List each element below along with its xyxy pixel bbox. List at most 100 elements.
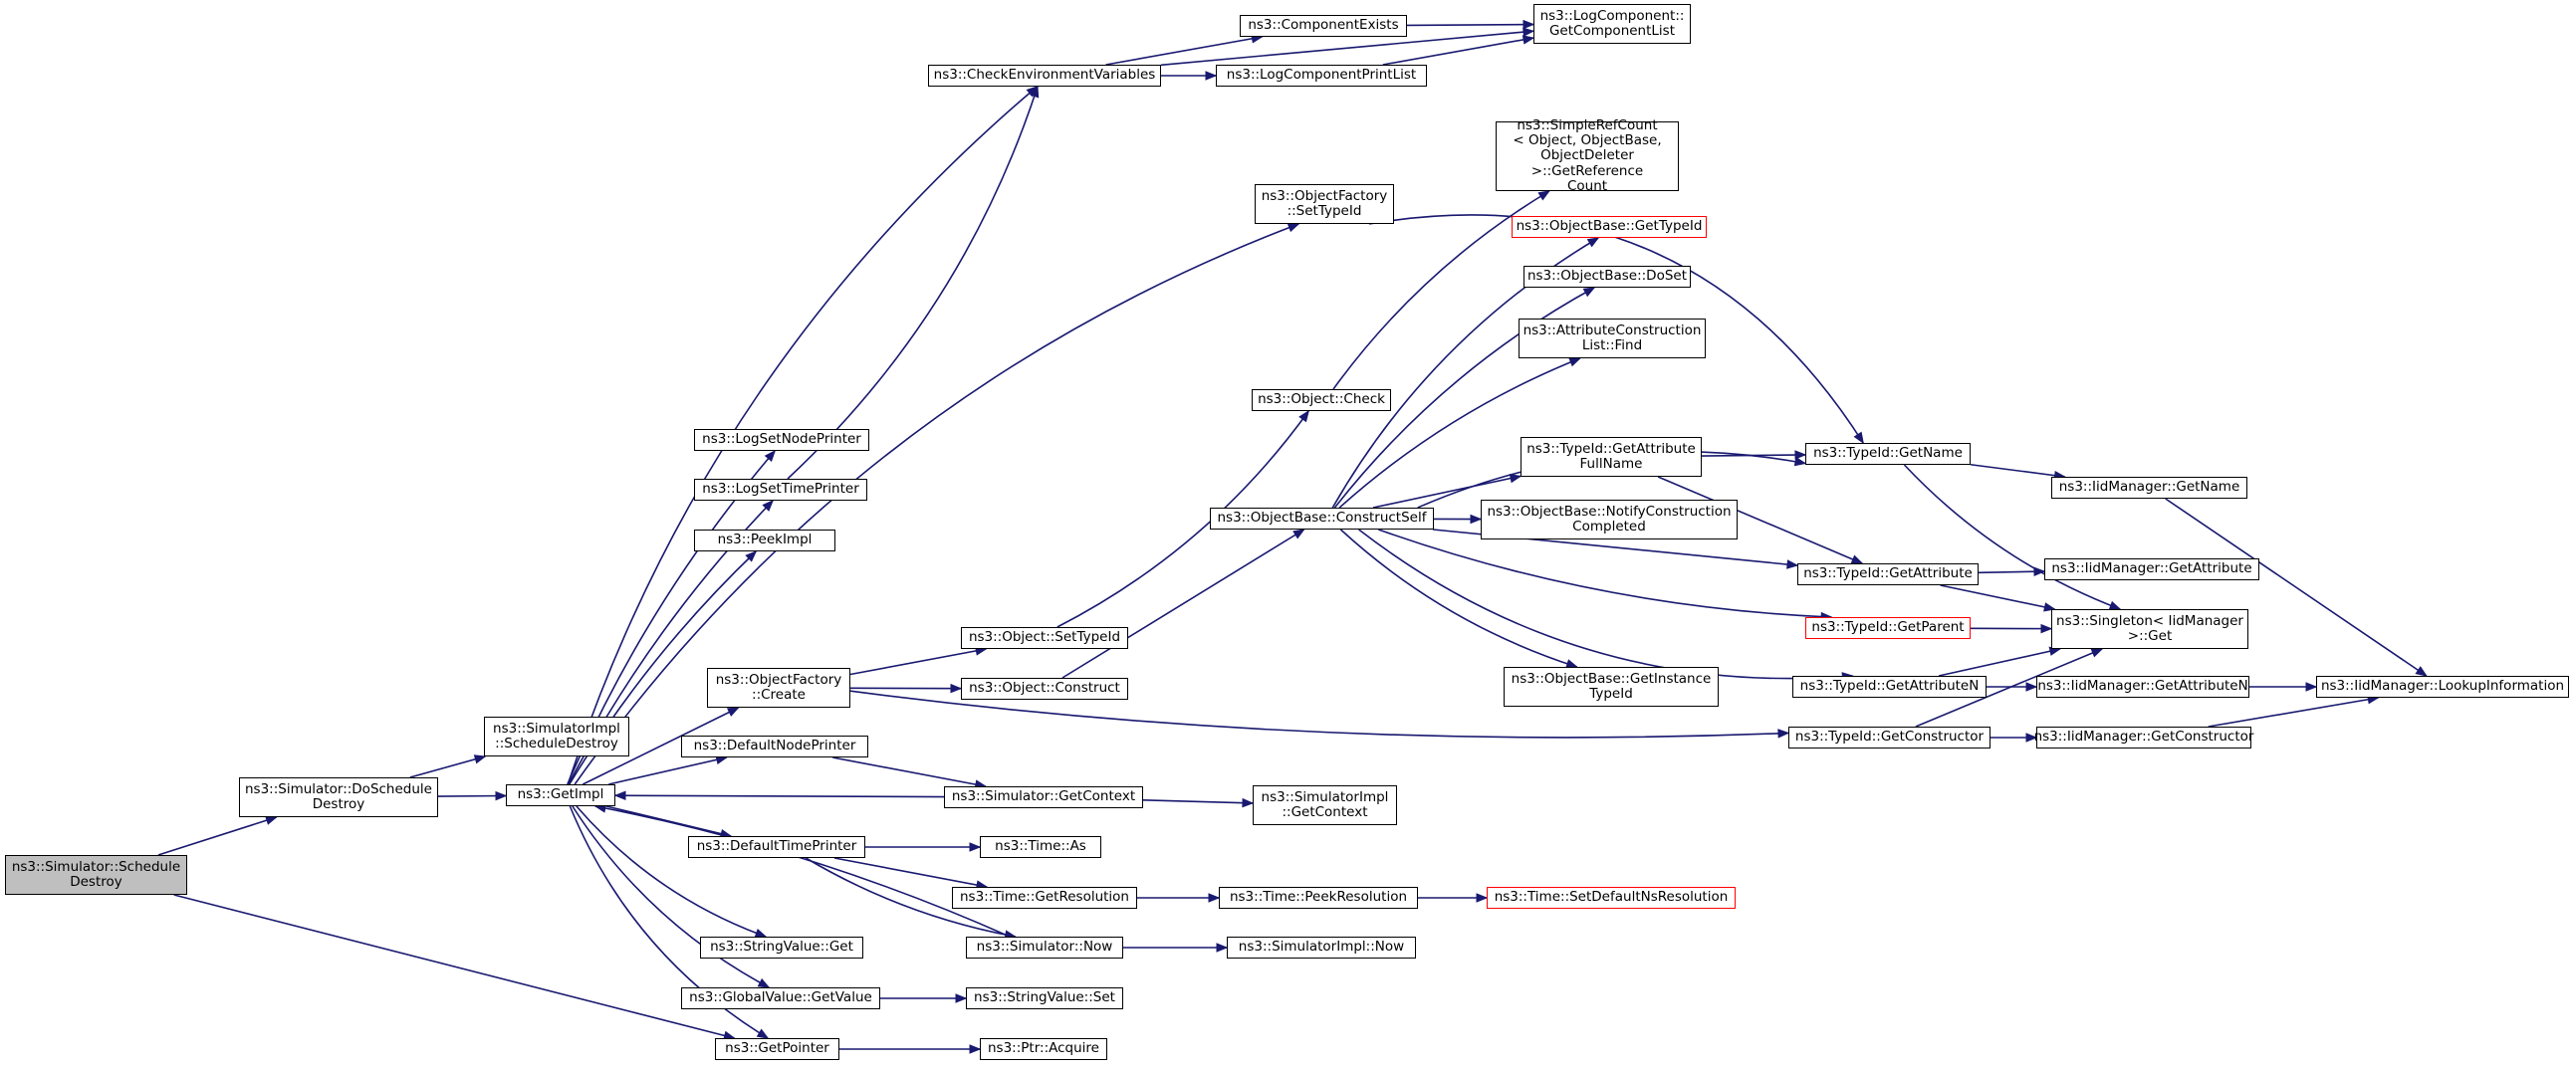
edge-construct-self-to-typeid-get-parent — [1378, 530, 1831, 617]
node-object-construct[interactable]: ns3::Object::Construct — [961, 678, 1128, 700]
node-object-set-typeid[interactable]: ns3::Object::SetTypeId — [961, 627, 1128, 649]
node-default-time-printer[interactable]: ns3::DefaultTimePrinter — [688, 836, 865, 858]
node-time-get-resolution[interactable]: ns3::Time::GetResolution — [952, 887, 1137, 909]
node-get-impl[interactable]: ns3::GetImpl — [506, 784, 615, 806]
node-typeid-get-name[interactable]: ns3::TypeId::GetName — [1805, 443, 1971, 465]
node-typeid-get-attr-fullname[interactable]: ns3::TypeId::GetAttribute FullName — [1521, 437, 1702, 477]
edge-iid-get-constructor-to-iid-lookup-information — [2209, 698, 2379, 727]
edge-typeid-get-name-to-iid-get-name — [1971, 465, 2065, 477]
arrowhead — [2041, 625, 2051, 633]
node-iid-get-name[interactable]: ns3::IidManager::GetName — [2051, 477, 2247, 499]
arrowhead — [1795, 451, 1805, 459]
node-simple-ref-count[interactable]: ns3::SimpleRefCount < Object, ObjectBase… — [1496, 121, 1679, 191]
node-iid-get-attribute[interactable]: ns3::IidManager::GetAttribute — [2044, 558, 2259, 580]
node-component-exists[interactable]: ns3::ComponentExists — [1240, 15, 1407, 37]
arrowhead — [956, 994, 966, 1002]
edge-default-node-printer-to-simulator-get-context — [832, 757, 986, 786]
arrowhead — [758, 979, 769, 987]
node-log-component-print-list[interactable]: ns3::LogComponentPrintList — [1216, 65, 1427, 87]
node-string-value-get[interactable]: ns3::StringValue::Get — [700, 937, 863, 959]
arrowhead — [266, 816, 277, 824]
node-log-set-node-printer[interactable]: ns3::LogSetNodePrinter — [694, 429, 869, 451]
node-objectbase-notify-construction[interactable]: ns3::ObjectBase::NotifyConstruction Comp… — [1481, 500, 1738, 539]
arrowhead — [1293, 530, 1304, 538]
edge-get-impl-to-object-factory-set-typeid — [575, 224, 1298, 784]
node-global-value-get-value[interactable]: ns3::GlobalValue::GetValue — [681, 987, 880, 1009]
node-simimpl-now[interactable]: ns3::SimulatorImpl::Now — [1227, 937, 1416, 959]
edge-log-set-time-printer-to-check-env — [788, 87, 1038, 479]
node-check-env[interactable]: ns3::CheckEnvironmentVariables — [928, 65, 1161, 87]
arrowhead — [757, 1029, 768, 1038]
arrowhead — [1523, 28, 1533, 36]
node-simimpl-schedule-destroy[interactable]: ns3::SimulatorImpl ::ScheduleDestroy — [484, 717, 629, 756]
node-schedule-destroy[interactable]: ns3::Simulator::Schedule Destroy — [5, 855, 187, 895]
node-objectbase-get-typeid[interactable]: ns3::ObjectBase::GetTypeId — [1512, 216, 1707, 238]
node-ptr-acquire[interactable]: ns3::Ptr::Acquire — [980, 1038, 1107, 1060]
edge-typeid-get-attribute-n-to-singleton-get — [1939, 649, 2060, 676]
arrowhead — [1209, 894, 1219, 902]
arrowhead — [2091, 649, 2102, 657]
node-log-component-get-list[interactable]: ns3::LogComponent:: GetComponentList — [1533, 4, 1691, 44]
arrowhead — [1854, 432, 1863, 443]
node-object-factory-set-typeid[interactable]: ns3::ObjectFactory ::SetTypeId — [1255, 184, 1394, 224]
node-peek-impl[interactable]: ns3::PeekImpl — [694, 530, 835, 551]
arrowhead — [1471, 516, 1481, 524]
edge-simulator-now-to-get-impl — [595, 806, 1010, 937]
arrowhead — [1299, 411, 1308, 421]
node-singleton-get[interactable]: ns3::Singleton< IidManager >::Get — [2051, 609, 2248, 649]
arrowhead — [1523, 21, 1533, 29]
edge-simulator-get-context-to-simimpl-get-context — [1143, 800, 1253, 803]
arrowhead — [1787, 560, 1797, 568]
node-simulator-get-context[interactable]: ns3::Simulator::GetContext — [944, 786, 1143, 808]
edge-construct-self-to-typeid-get-attribute-n — [1359, 530, 1853, 679]
node-do-schedule-destroy[interactable]: ns3::Simulator::DoSchedule Destroy — [239, 777, 438, 817]
node-time-set-default-ns[interactable]: ns3::Time::SetDefaultNsResolution — [1487, 887, 1736, 909]
node-iid-get-attribute-n[interactable]: ns3::IidManager::GetAttributeN — [2036, 676, 2249, 698]
edge-iid-get-name-to-iid-lookup-information — [2166, 499, 2427, 676]
node-objectbase-doset[interactable]: ns3::ObjectBase::DoSet — [1523, 266, 1691, 288]
node-time-peek-resolution[interactable]: ns3::Time::PeekResolution — [1219, 887, 1418, 909]
arrowhead — [728, 708, 739, 716]
edge-schedule-destroy-to-do-schedule-destroy — [158, 817, 277, 855]
arrowhead — [1510, 475, 1521, 483]
node-string-value-set[interactable]: ns3::StringValue::Set — [966, 987, 1123, 1009]
node-typeid-get-parent[interactable]: ns3::TypeId::GetParent — [1805, 617, 1971, 639]
edge-get-impl-to-string-value-get — [577, 806, 766, 937]
node-typeid-get-attribute-n[interactable]: ns3::TypeId::GetAttributeN — [1792, 676, 1987, 698]
arrowhead — [2026, 683, 2036, 691]
edge-check-env-to-component-exists — [1106, 37, 1263, 65]
node-simimpl-get-context[interactable]: ns3::SimulatorImpl ::GetContext — [1253, 785, 1397, 825]
arrowhead — [970, 1045, 980, 1053]
node-log-set-time-printer[interactable]: ns3::LogSetTimePrinter — [694, 479, 867, 501]
arrowhead — [1288, 224, 1298, 231]
node-object-check[interactable]: ns3::Object::Check — [1252, 389, 1391, 411]
edge-simulator-get-context-to-get-impl — [615, 795, 944, 796]
arrowhead — [1588, 238, 1599, 247]
arrowhead — [1477, 894, 1487, 902]
node-objectbase-get-instance-typeid[interactable]: ns3::ObjectBase::GetInstance TypeId — [1504, 667, 1719, 707]
node-attr-construction-find[interactable]: ns3::AttributeConstruction List::Find — [1519, 319, 1706, 358]
node-iid-lookup-information[interactable]: ns3::IidManager::LookupInformation — [2316, 676, 2569, 698]
arrowhead — [970, 843, 980, 851]
edge-construct-self-to-attr-construction-find — [1339, 358, 1580, 508]
node-construct-self[interactable]: ns3::ObjectBase::ConstructSelf — [1210, 508, 1434, 530]
arrowhead — [951, 685, 961, 693]
edge-default-time-printer-to-time-get-resolution — [834, 858, 987, 887]
node-default-node-printer[interactable]: ns3::DefaultNodePrinter — [681, 736, 868, 757]
arrowhead — [1583, 288, 1594, 296]
edge-log-component-print-list-to-log-component-get-list — [1383, 38, 1533, 65]
node-time-as[interactable]: ns3::Time::As — [980, 836, 1101, 858]
edge-typeid-get-attribute-to-singleton-get — [1941, 585, 2055, 609]
arrowhead — [1243, 799, 1253, 807]
node-typeid-get-attribute[interactable]: ns3::TypeId::GetAttribute — [1797, 563, 1979, 585]
node-get-pointer[interactable]: ns3::GetPointer — [715, 1038, 839, 1060]
node-object-factory-create[interactable]: ns3::ObjectFactory ::Create — [707, 668, 850, 708]
edge-object-factory-create-to-object-set-typeid — [850, 649, 986, 675]
arrowhead — [2416, 667, 2427, 676]
node-simulator-now[interactable]: ns3::Simulator::Now — [966, 937, 1123, 959]
node-iid-get-constructor[interactable]: ns3::IidManager::GetConstructor — [2036, 727, 2251, 749]
arrowhead — [1522, 36, 1533, 44]
node-typeid-get-constructor[interactable]: ns3::TypeId::GetConstructor — [1788, 727, 1991, 749]
edge-component-exists-to-log-component-get-list — [1407, 25, 1533, 26]
